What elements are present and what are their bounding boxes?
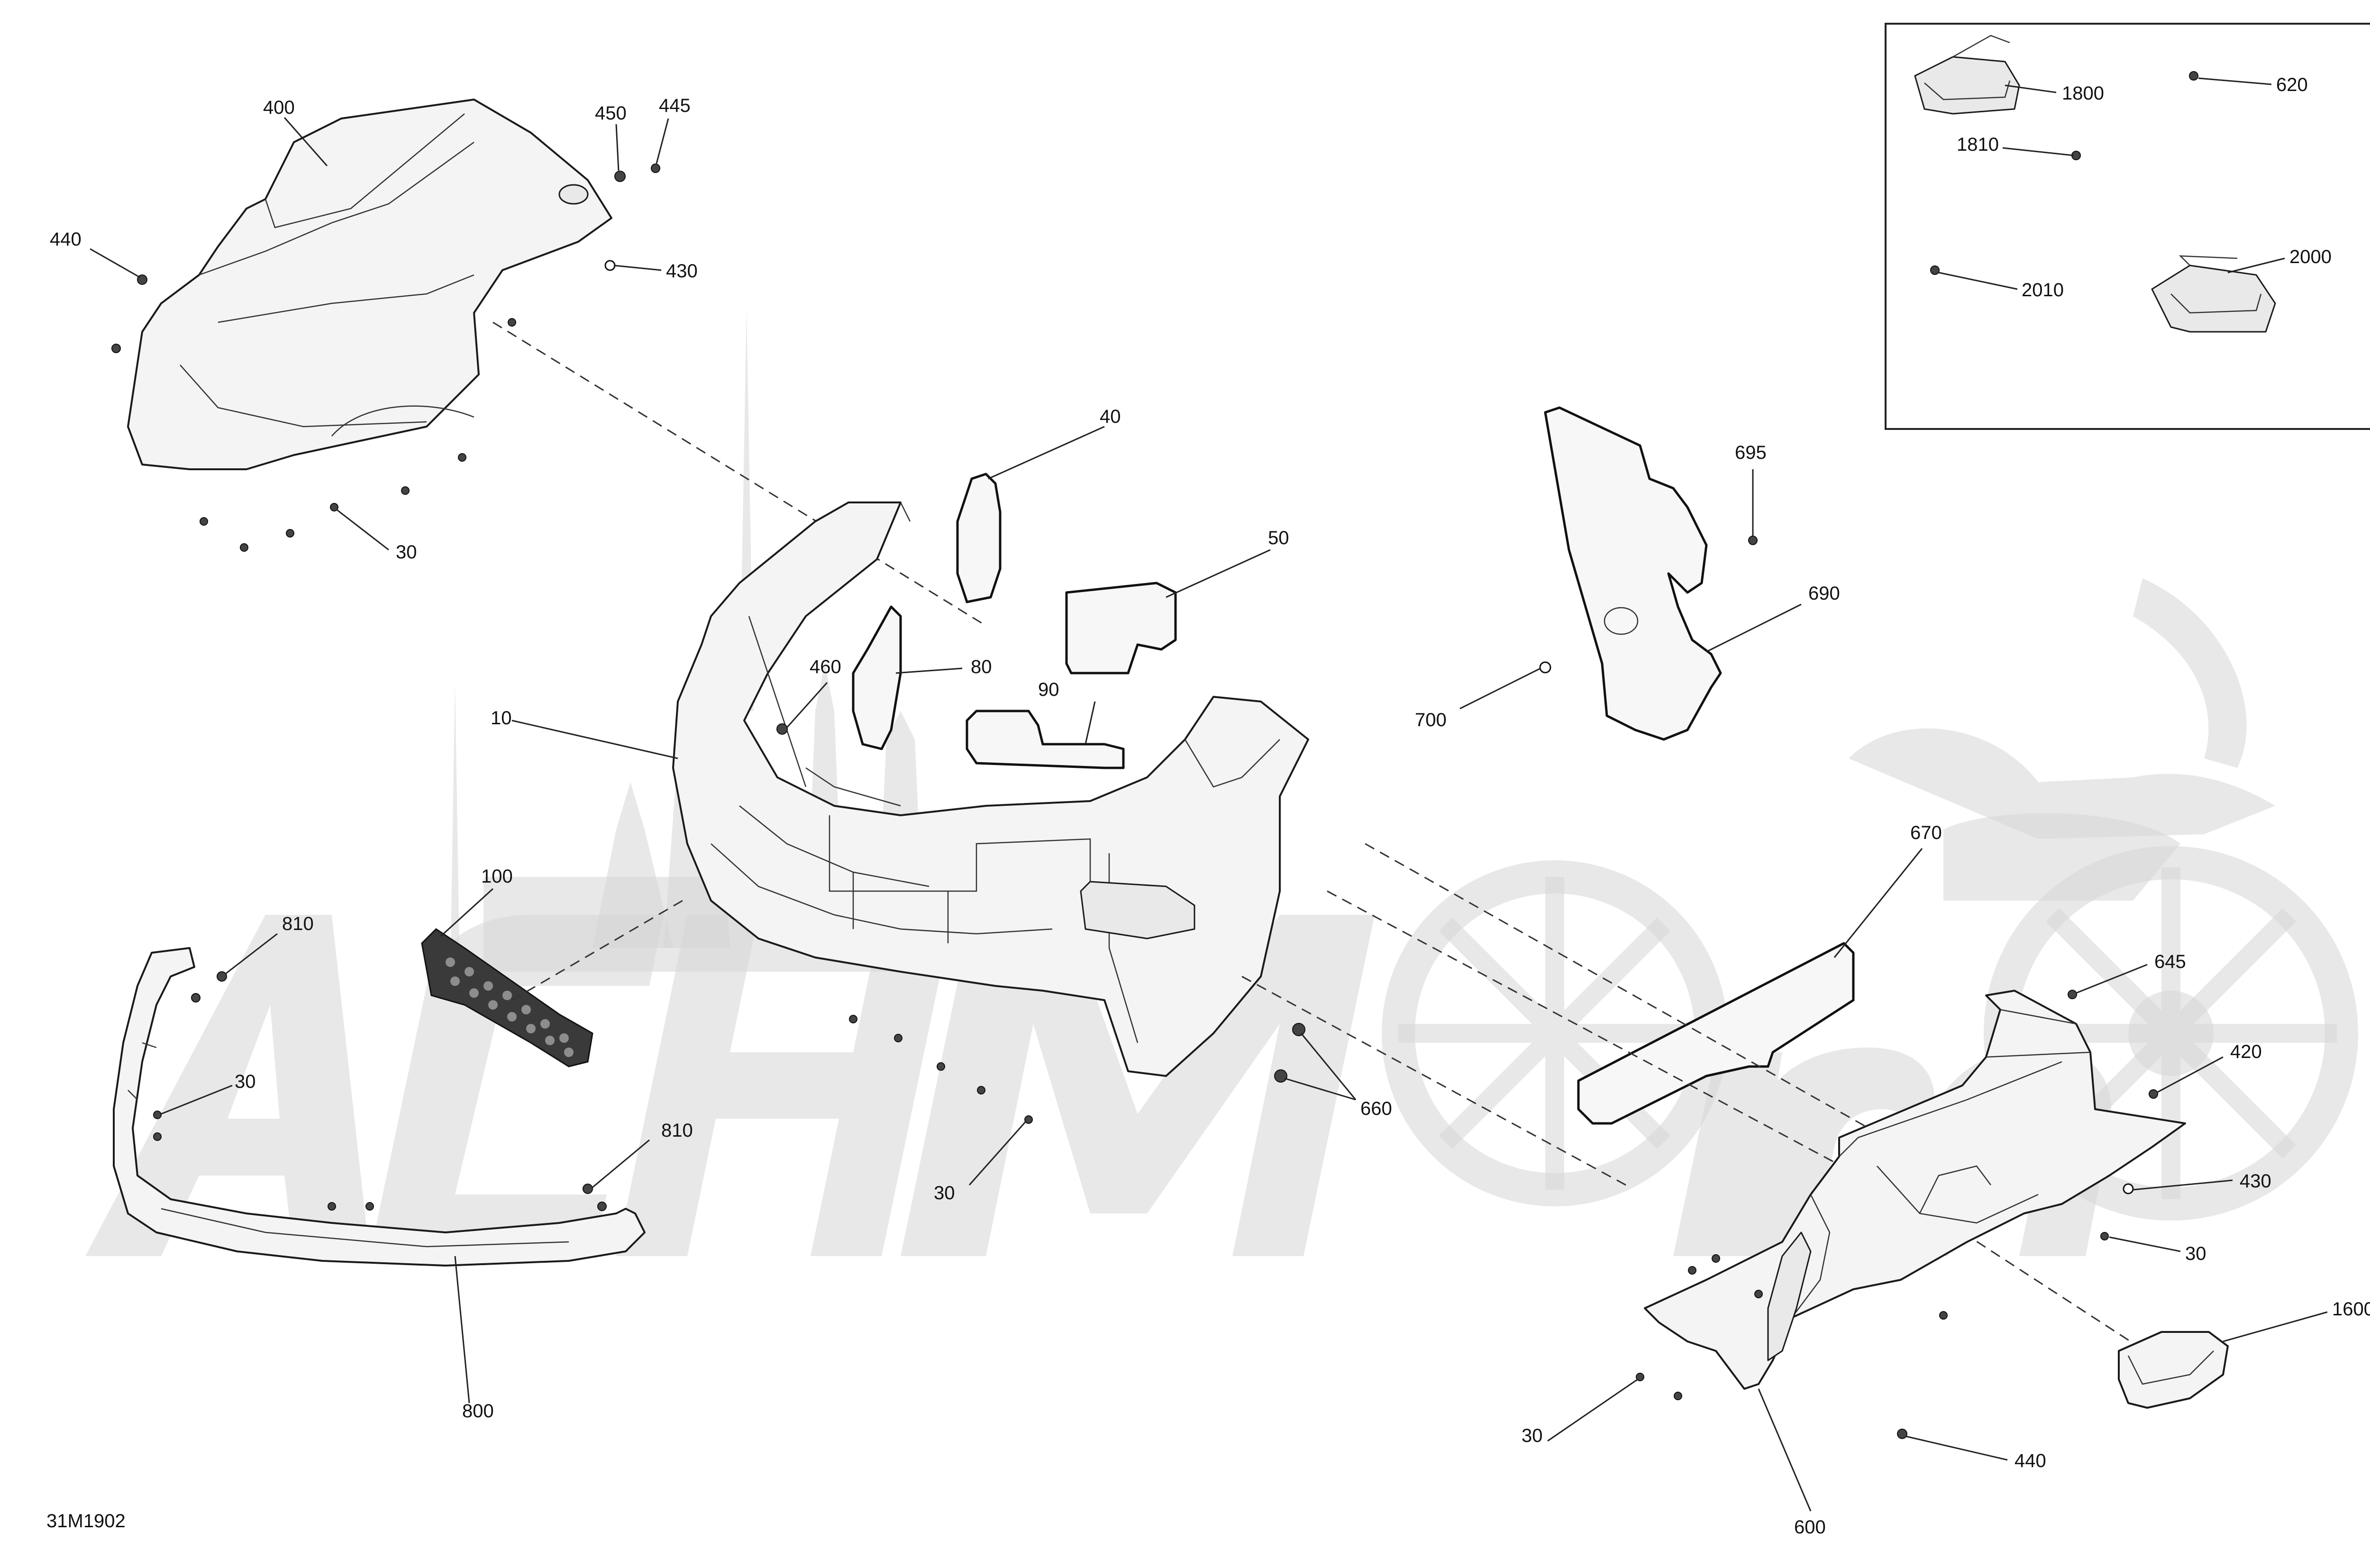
part-10 — [672, 501, 1309, 1077]
label-445: 445 — [659, 95, 691, 116]
label-430-a: 430 — [666, 261, 698, 282]
part-400 — [127, 99, 612, 470]
diagram-id: 31M1902 — [46, 1511, 126, 1532]
screw-695 — [1748, 536, 1758, 545]
label-30-c: 30 — [934, 1183, 955, 1203]
label-30-e: 30 — [1522, 1425, 1543, 1446]
inset-panel — [1885, 23, 2370, 430]
label-800: 800 — [462, 1401, 494, 1422]
clip-460 — [776, 723, 788, 735]
label-10: 10 — [491, 708, 512, 729]
part-80 — [852, 605, 902, 750]
part-50 — [1065, 582, 1177, 675]
screw-810-d — [597, 1202, 607, 1211]
clip-660-a — [1292, 1023, 1305, 1036]
part-90 — [966, 710, 1125, 769]
part-2000 — [2151, 255, 2276, 333]
label-690: 690 — [1808, 583, 1840, 604]
part-1600 — [2118, 1331, 2229, 1409]
label-645: 645 — [2154, 951, 2186, 972]
label-1600: 1600 — [2332, 1299, 2370, 1320]
label-460: 460 — [810, 656, 841, 677]
clip-30-c — [153, 1132, 162, 1141]
part-100 — [421, 928, 593, 1067]
label-90: 90 — [1038, 679, 1059, 700]
label-2010: 2010 — [2022, 280, 2064, 301]
nut-450 — [614, 171, 626, 182]
label-430-b: 430 — [2240, 1171, 2271, 1192]
part-800 — [113, 947, 646, 1267]
screw-440-b — [111, 344, 121, 353]
clip-30-d — [328, 1202, 336, 1211]
label-660: 660 — [1360, 1098, 1392, 1119]
label-30-b: 30 — [235, 1071, 256, 1092]
label-600: 600 — [1794, 1517, 1826, 1538]
label-50: 50 — [1268, 528, 1289, 548]
part-40 — [956, 473, 1002, 603]
part-690 — [1544, 406, 1722, 741]
label-1810: 1810 — [1957, 134, 1999, 155]
label-620: 620 — [2276, 74, 2308, 95]
label-30-d: 30 — [2185, 1243, 2206, 1264]
clips-30-a — [200, 318, 516, 552]
screw-440-c — [1897, 1429, 1907, 1439]
callout-labels: 400 450 445 440 430 30 40 50 460 80 90 1… — [46, 74, 2370, 1538]
label-440-b: 440 — [2014, 1450, 2046, 1471]
label-1800: 1800 — [2062, 83, 2104, 104]
label-2000: 2000 — [2289, 246, 2332, 267]
clip-30-f — [2100, 1232, 2109, 1240]
washer-430-b — [2123, 1183, 2134, 1194]
label-810-a: 810 — [282, 913, 314, 934]
label-30-a: 30 — [396, 542, 417, 563]
clip-660-b — [1274, 1069, 1287, 1083]
label-40: 40 — [1100, 406, 1121, 427]
screw-810-c — [583, 1184, 593, 1194]
screw-420 — [2149, 1089, 2158, 1099]
part-1800 — [1914, 35, 2020, 115]
clips-30-e — [1636, 1254, 1948, 1400]
screw-645 — [2068, 990, 2077, 999]
label-670: 670 — [1910, 822, 1942, 843]
label-100: 100 — [481, 866, 513, 887]
leader-lines — [90, 117, 2328, 1512]
screw-2010 — [1930, 265, 1940, 275]
label-450: 450 — [595, 103, 627, 124]
label-695: 695 — [1735, 442, 1767, 463]
screw-445 — [651, 164, 660, 173]
label-400: 400 — [263, 97, 295, 118]
screw-620 — [2189, 71, 2198, 81]
label-700: 700 — [1415, 710, 1447, 730]
screw-810-a — [217, 971, 227, 982]
washer-700 — [1539, 661, 1551, 674]
clip-30-b — [153, 1111, 162, 1119]
label-420: 420 — [2230, 1041, 2262, 1062]
label-440-a: 440 — [50, 229, 82, 250]
label-80: 80 — [971, 656, 992, 677]
part-600 — [1644, 990, 2186, 1390]
screw-810-b — [191, 993, 201, 1003]
washer-430-a — [604, 260, 616, 271]
clip-30-e — [365, 1202, 374, 1211]
label-810-b: 810 — [661, 1120, 693, 1141]
